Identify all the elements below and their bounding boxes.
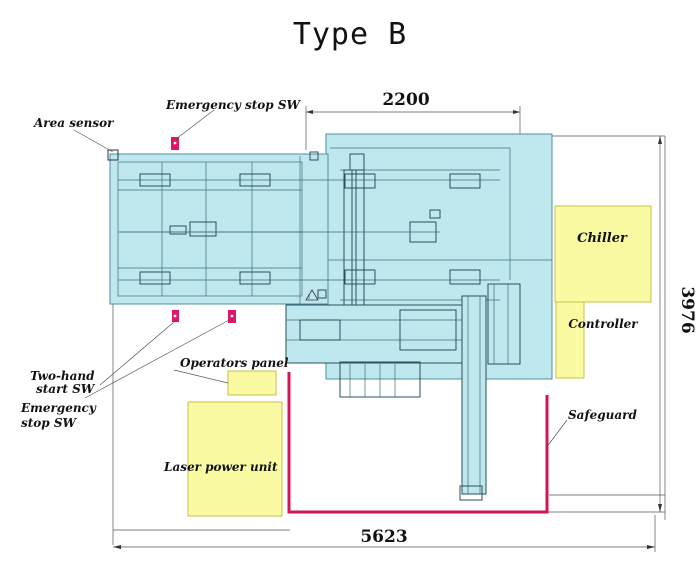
- dimension-right: 3976: [658, 136, 697, 512]
- page-title: Type B: [293, 17, 407, 52]
- operators-panel: Operators panel: [173, 356, 289, 396]
- controller-unit: Controller: [555, 301, 639, 379]
- emergency-stop-bottom-label-line1: Emergency: [20, 401, 97, 415]
- laser-power-unit-label: Laser power unit: [163, 460, 278, 474]
- two-hand-start-label-line2: start SW: [36, 382, 96, 396]
- area-sensor-icon: [107, 149, 119, 161]
- operators-panel-label: Operators panel: [180, 356, 289, 370]
- conveyor-unit: !: [285, 283, 521, 501]
- laser-power-unit: Laser power unit: [163, 401, 283, 517]
- leader-lines: [73, 109, 568, 449]
- dimension-bottom-label: 5623: [360, 527, 407, 547]
- chiller-unit: Chiller: [554, 205, 652, 303]
- dimension-bottom: 5623: [113, 515, 656, 552]
- two-hand-start-label-line1: Two-hand: [30, 369, 95, 383]
- dimension-top-label: 2200: [382, 90, 429, 110]
- safeguard-label: Safeguard: [568, 408, 637, 422]
- work-table: [109, 151, 500, 305]
- chiller-label: Chiller: [577, 231, 628, 246]
- emergency-stop-switches: [171, 137, 236, 323]
- area-sensor-label: Area sensor: [33, 116, 115, 130]
- emergency-stop-top-label: Emergency stop SW: [165, 98, 302, 112]
- controller-label: Controller: [568, 317, 639, 331]
- svg-text:!: !: [308, 293, 311, 301]
- safeguard-fence: [287, 372, 549, 514]
- dimension-right-label: 3976: [677, 286, 697, 333]
- emergency-stop-bottom-label-line2: stop SW: [21, 416, 78, 430]
